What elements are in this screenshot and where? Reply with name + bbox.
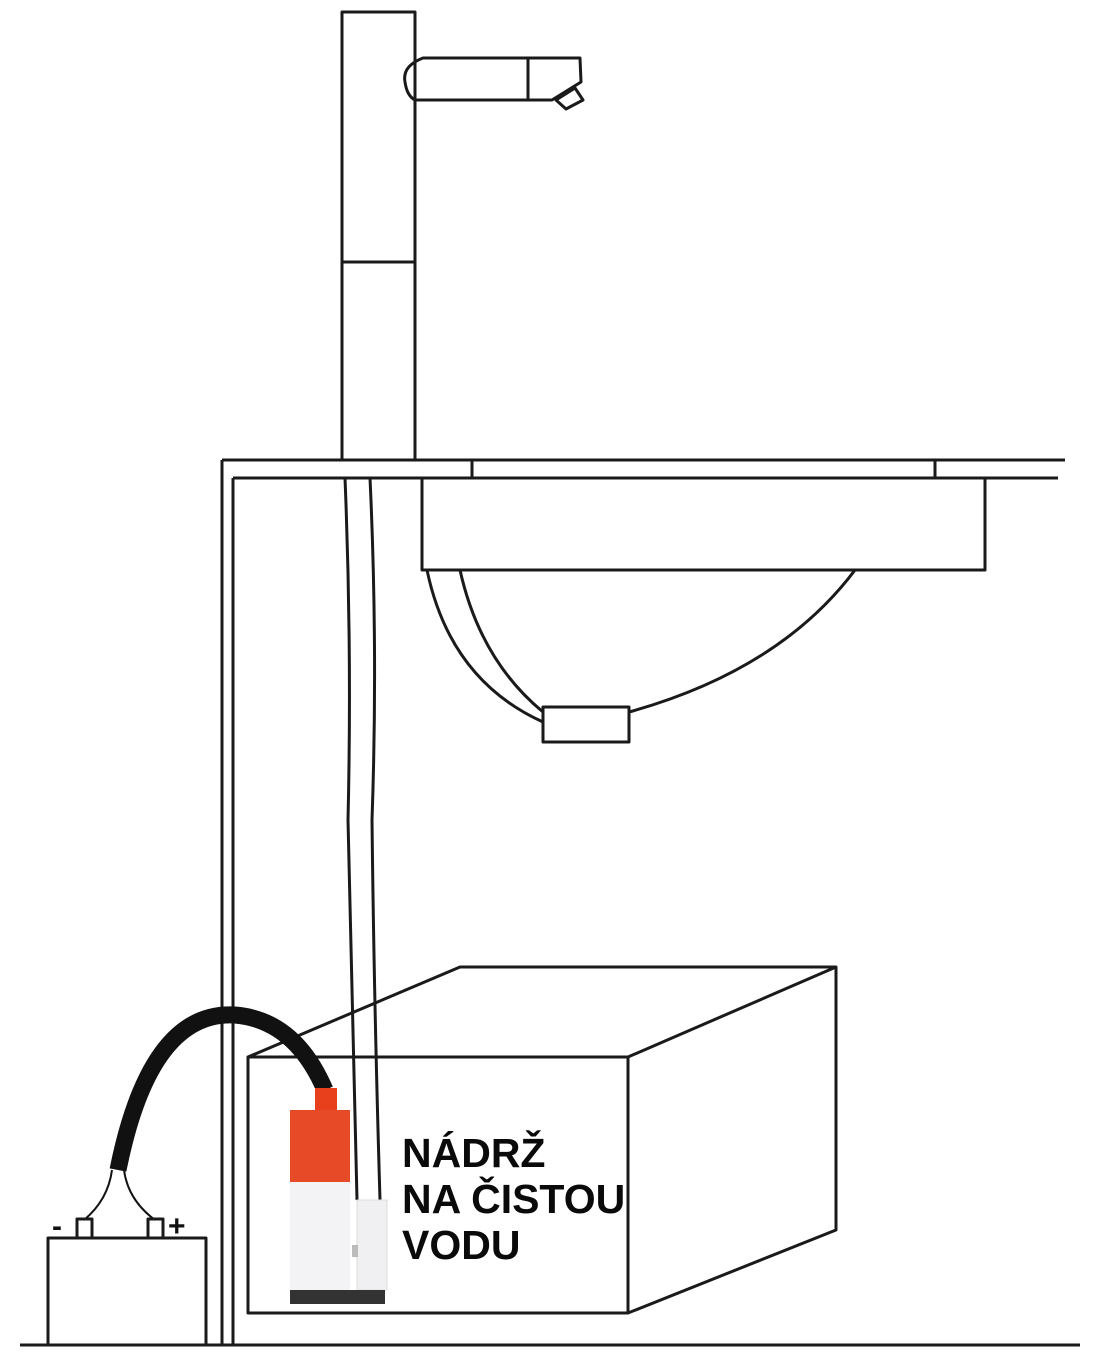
tank-label-line-3: VODU [402, 1222, 520, 1268]
tank-label-line-2: NA ČISTOU [402, 1176, 625, 1222]
power-cable [83, 1006, 333, 1221]
battery: - + [46, 1210, 208, 1347]
tank-label-line-1: NÁDRŽ [402, 1130, 545, 1176]
battery-positive-label: + [168, 1210, 186, 1243]
battery-negative-label: - [52, 1210, 62, 1243]
water-hose [343, 477, 382, 1201]
faucet [340, 10, 585, 462]
submersible-pump [290, 1088, 388, 1304]
sink-basin [420, 476, 987, 744]
